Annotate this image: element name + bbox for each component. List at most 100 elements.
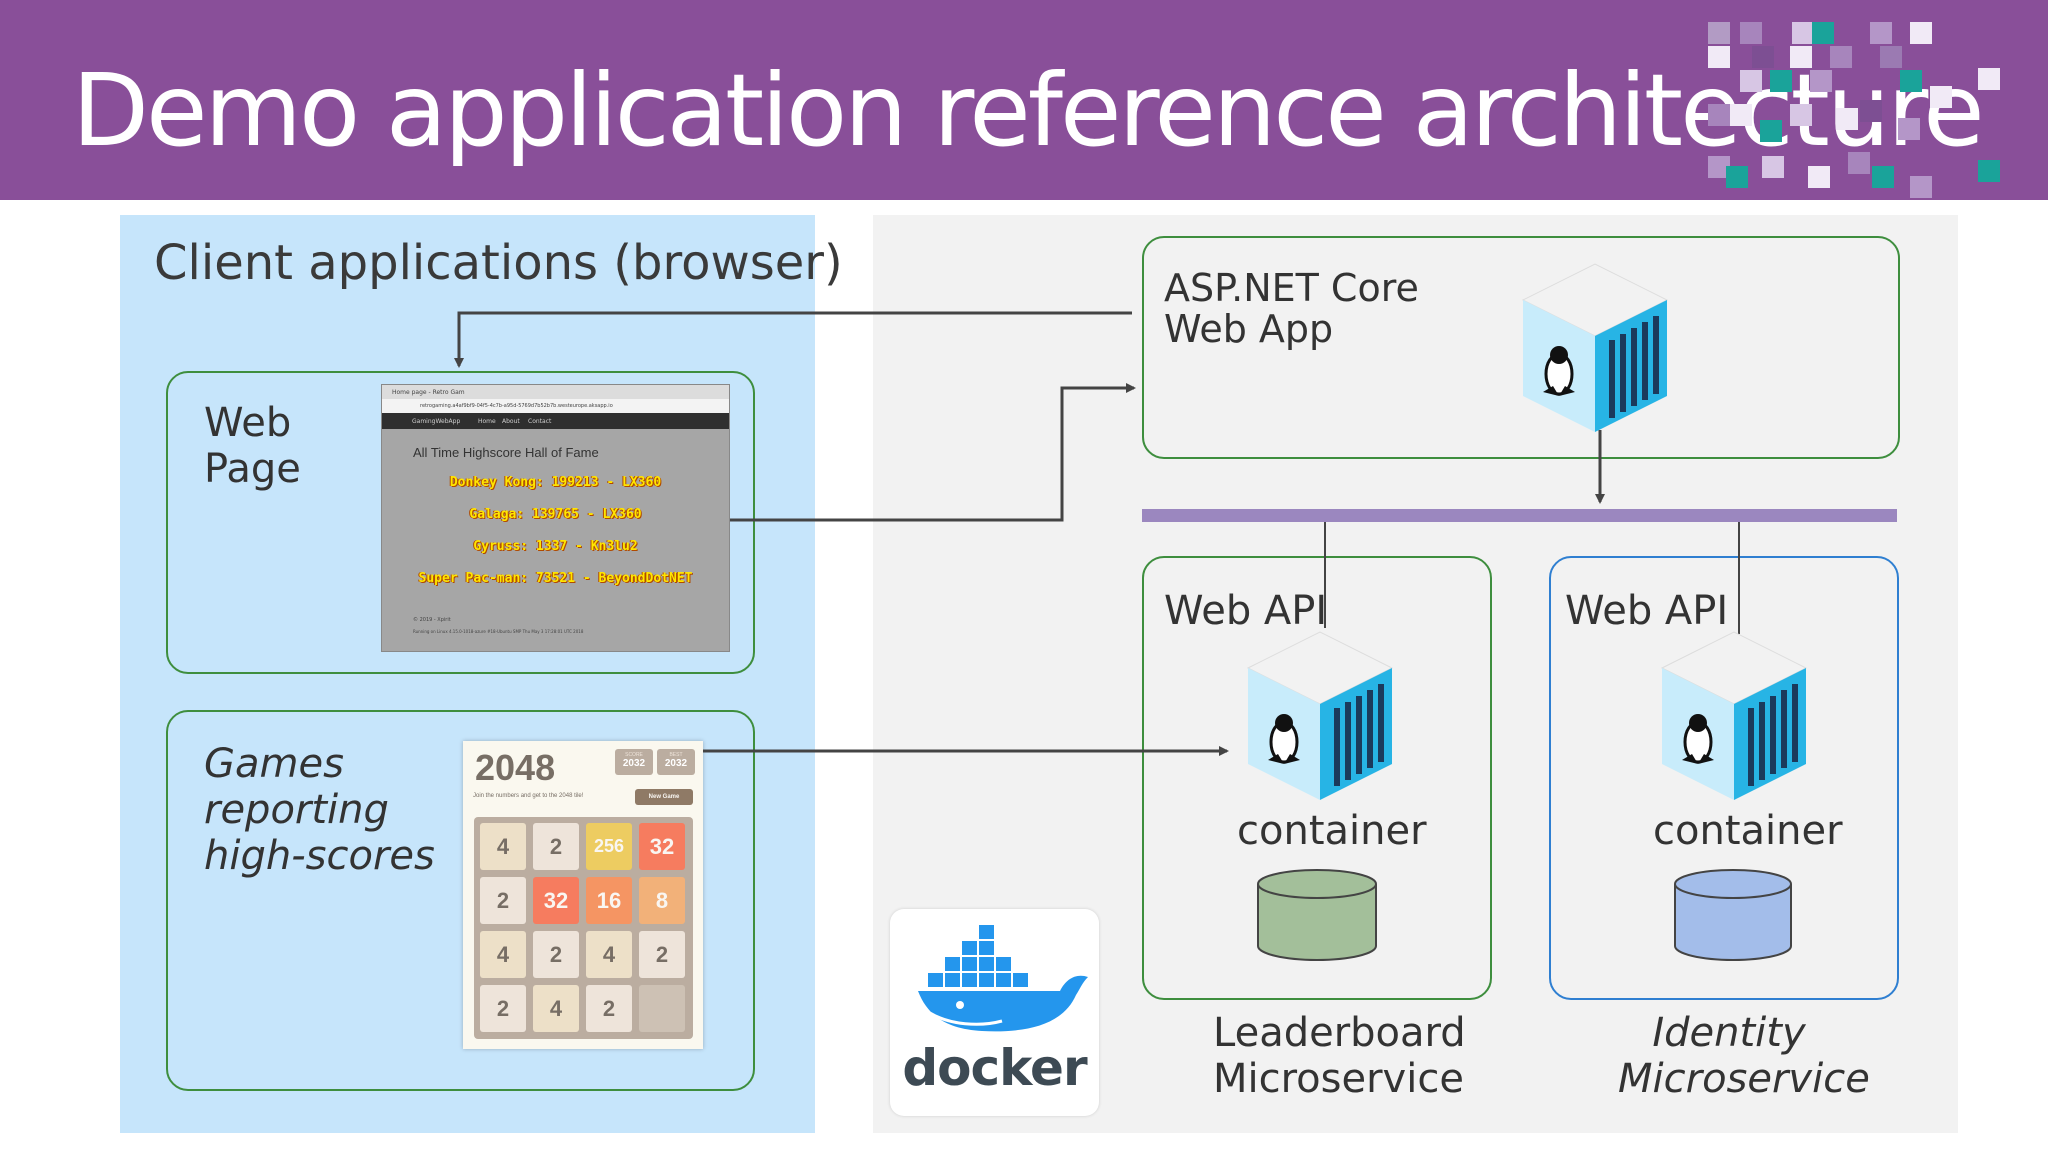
game-subtitle: Join the numbers and get to the 2048 til… xyxy=(473,793,584,799)
mosaic-square xyxy=(1810,70,1832,92)
mosaic-square xyxy=(1910,22,1932,44)
identity-web-api-label: Web API xyxy=(1565,588,1729,634)
mosaic-square xyxy=(1860,100,1882,122)
browser-tab-title: Home page - Retro Gam xyxy=(392,389,465,396)
game-tile: 2 xyxy=(480,985,526,1032)
web-page-label-line1: Web xyxy=(204,400,292,446)
leaderboard-web-api-label: Web API xyxy=(1164,588,1328,634)
mosaic-square xyxy=(1900,70,1922,92)
aspnet-label-line1: ASP.NET Core xyxy=(1164,266,1419,310)
docker-logo-card: docker xyxy=(890,909,1099,1116)
mosaic-square xyxy=(1708,104,1730,126)
mosaic-square xyxy=(1752,46,1774,68)
identity-caption-line1: Identity xyxy=(1652,1010,1806,1056)
aspnet-label-line2: Web App xyxy=(1164,307,1334,351)
game-best-value: 2032 xyxy=(664,758,688,769)
mosaic-square xyxy=(1740,70,1762,92)
mosaic-square xyxy=(1762,156,1784,178)
mosaic-square xyxy=(1836,108,1858,130)
web-page-label: Web Page xyxy=(204,400,301,492)
game-tile: 4 xyxy=(586,931,632,978)
game-score-value: 2032 xyxy=(622,758,646,769)
games-label-line3: high-scores xyxy=(204,833,435,879)
site-footer-runtime: Running on Linux 4.15.0-1018-azure #18-U… xyxy=(413,629,584,634)
mosaic-square xyxy=(1760,120,1782,142)
games-box xyxy=(166,710,755,1091)
mosaic-square xyxy=(1930,86,1952,108)
games-label: Games reporting high-scores xyxy=(204,741,435,879)
site-brand: GamingWebApp xyxy=(412,418,461,425)
mosaic-square xyxy=(1808,166,1830,188)
leaderboard-container-icon xyxy=(1246,630,1394,802)
hall-of-fame-heading: All Time Highscore Hall of Fame xyxy=(413,445,599,460)
web-page-box xyxy=(166,371,755,674)
mosaic-square xyxy=(1872,166,1894,188)
mosaic-square xyxy=(1898,118,1920,140)
game-tile: 8 xyxy=(639,877,685,924)
client-applications-title: Client applications (browser) xyxy=(154,235,843,291)
mosaic-square xyxy=(1978,68,2000,90)
docker-wordmark: docker xyxy=(902,1039,1087,1097)
highscore-line: Donkey Kong: 199213 - LX360 xyxy=(449,475,662,490)
game-tile: 2 xyxy=(480,877,526,924)
nav-item-about: About xyxy=(502,418,520,425)
game-score-caption: SCORE xyxy=(625,752,643,758)
game-score-box: SCORE 2032 xyxy=(615,749,653,775)
game-tile: 4 xyxy=(480,931,526,978)
identity-caption-line2: Microservice xyxy=(1618,1056,1870,1102)
browser-url: retrogaming.a4af9bf9-04f5-4c7b-a95d-5769… xyxy=(420,403,613,409)
mosaic-square xyxy=(1708,46,1730,68)
docker-whale-icon xyxy=(918,925,1088,1032)
site-footer-copyright: © 2019 - Xpirit xyxy=(413,617,451,623)
mosaic-square xyxy=(1910,176,1932,198)
games-label-line2: reporting xyxy=(204,787,389,833)
identity-service-box xyxy=(1549,556,1899,1000)
aspnet-core-web-app-box xyxy=(1142,236,1900,459)
game-best-caption: BEST xyxy=(669,752,683,758)
arrow-aspnet-to-webpage xyxy=(454,311,1132,368)
game-title: 2048 xyxy=(475,747,556,788)
slide-title: Demo application reference architecture xyxy=(72,52,1985,169)
mosaic-square xyxy=(1708,22,1730,44)
new-game-button: New Game xyxy=(635,789,693,805)
aspnet-core-label: ASP.NET Core Web App xyxy=(1164,268,1419,350)
game-tile: 256 xyxy=(586,823,632,870)
game-tile: 32 xyxy=(639,823,685,870)
web-page-label-line2: Page xyxy=(204,446,301,492)
game-tile: 4 xyxy=(480,823,526,870)
nav-item-home: Home xyxy=(478,418,496,425)
mosaic-square xyxy=(1870,22,1892,44)
mosaic-square xyxy=(1792,22,1814,44)
service-bus xyxy=(1142,509,1897,522)
mosaic-square xyxy=(1812,22,1834,44)
mosaic-square xyxy=(1848,152,1870,174)
game-2048-screenshot: 2048 SCORE 2032 BEST 2032 Join the numbe… xyxy=(463,741,703,1049)
site-nav-bar: GamingWebApp Home About Contact xyxy=(382,413,729,429)
game-tile: 32 xyxy=(533,877,579,924)
mosaic-square xyxy=(1978,160,2000,182)
game-tile: 2 xyxy=(533,931,579,978)
aspnet-container-icon xyxy=(1521,262,1669,434)
browser-address-bar: retrogaming.a4af9bf9-04f5-4c7b-a95d-5769… xyxy=(382,399,729,413)
game-board: 4 2 256 32 2 32 16 8 4 2 4 2 2 4 2 xyxy=(474,817,693,1039)
mosaic-square xyxy=(1726,166,1748,188)
highscore-line: Super Pac-man: 73521 - BeyondDotNET xyxy=(418,571,693,586)
mosaic-square xyxy=(1830,46,1852,68)
arrow-webpage-to-aspnet xyxy=(730,383,1136,522)
identity-container-label: container xyxy=(1653,808,1843,854)
game-tile: 2 xyxy=(533,823,579,870)
identity-container-icon xyxy=(1660,630,1808,802)
slide-header xyxy=(0,0,2048,200)
identity-database-icon xyxy=(1674,869,1792,961)
game-tile xyxy=(639,985,685,1032)
nav-item-contact: Contact xyxy=(528,418,552,425)
mosaic-square xyxy=(1730,104,1752,126)
mosaic-square xyxy=(1770,70,1792,92)
leaderboard-database-icon xyxy=(1257,869,1377,961)
header-mosaic-squares xyxy=(1708,22,2000,198)
games-label-line1: Games xyxy=(204,741,344,787)
leaderboard-service-box xyxy=(1142,556,1492,1000)
mosaic-square xyxy=(1708,156,1730,178)
game-tile: 16 xyxy=(586,877,632,924)
leaderboard-container-label: container xyxy=(1237,808,1427,854)
